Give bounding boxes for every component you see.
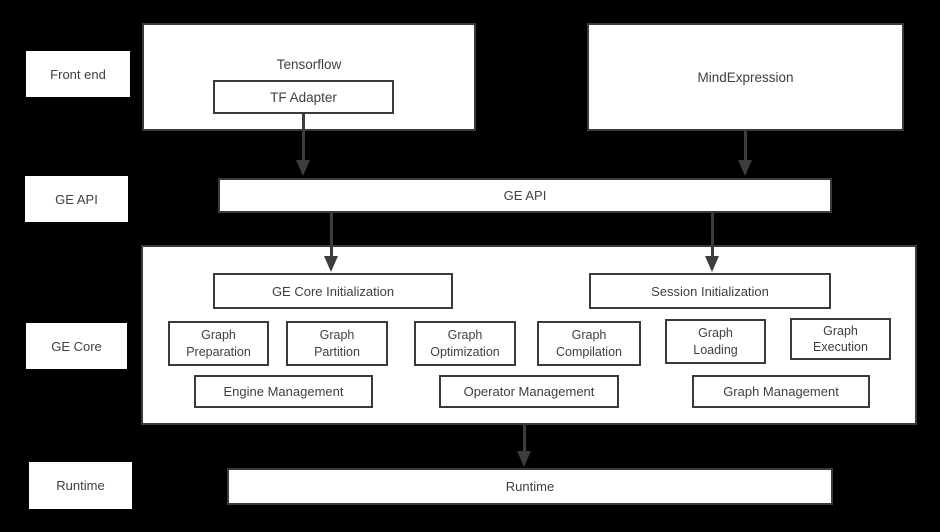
runtime-bar-label: Runtime [505,479,555,494]
tf-adapter-box: TF Adapter [213,80,394,114]
graph-execution-label: Graph Execution [813,323,868,354]
layer-label-ge-api-text: GE API [55,191,98,207]
arrow-head [324,256,338,272]
mindexpression-box: MindExpression [587,23,904,131]
tensorflow-box: Tensorflow TF Adapter [142,23,476,131]
arrow-head [738,160,752,176]
box-graph-compilation: Graph Compilation [537,321,641,366]
layer-label-ge-api: GE API [25,176,128,222]
arrow-head [705,256,719,272]
ge-core-initialization-label: GE Core Initialization [271,283,395,299]
box-operator-management: Operator Management [439,375,619,408]
graph-loading-label: Graph Loading [693,326,738,357]
arrow-shaft [710,213,714,256]
arrow-head [296,160,310,176]
arrow-down-icon-ge-api-to-session-initialization [705,213,719,272]
graph-preparation-label: Graph Preparation [186,328,251,359]
box-graph-partition: Graph Partition [286,321,388,366]
box-engine-management: Engine Management [194,375,373,408]
runtime-bar: Runtime [227,468,833,505]
box-graph-management: Graph Management [692,375,870,408]
box-graph-execution: Graph Execution [790,318,891,360]
arrow-shaft [743,131,747,160]
box-graph-loading: Graph Loading [665,319,766,364]
layer-label-runtime-text: Runtime [56,478,105,493]
box-graph-preparation: Graph Preparation [168,321,269,366]
layer-label-runtime: Runtime [29,462,132,509]
ge-api-bar: GE API [218,178,832,213]
tensorflow-label: Tensorflow [276,57,342,72]
arrow-shaft [329,213,333,256]
ge-api-bar-label: GE API [503,188,547,203]
box-session-initialization: Session Initialization [589,273,831,309]
box-graph-optimization: Graph Optimization [414,321,516,366]
arrow-shaft [522,425,526,451]
operator-management-label: Operator Management [463,384,595,399]
arrow-shaft [301,114,305,160]
arrow-down-icon-ge-api-to-ge-core-initialization [324,213,338,272]
session-initialization-label: Session Initialization [651,283,769,299]
layer-label-front-end-text: Front end [50,66,106,82]
graph-optimization-label: Graph Optimization [430,328,500,359]
arrow-down-icon-mindexpression-to-ge-api [738,131,752,176]
layer-label-ge-core-text: GE Core [51,338,102,354]
mindexpression-label: MindExpression [697,69,794,85]
graph-partition-label: Graph Partition [314,328,360,359]
graph-compilation-label: Graph Compilation [555,328,622,359]
engine-management-label: Engine Management [223,384,344,399]
ge-core-box: GE Core Initialization Session Initializ… [141,245,917,425]
tf-adapter-label: TF Adapter [270,89,337,105]
layer-label-ge-core: GE Core [26,323,127,369]
graph-management-label: Graph Management [723,384,839,399]
arrow-head [517,451,531,467]
arrow-down-icon-tf-adapter-to-ge-api [296,114,310,176]
box-ge-core-initialization: GE Core Initialization [213,273,453,309]
layer-label-front-end: Front end [26,51,130,97]
arrow-down-icon-ge-core-to-runtime [517,425,531,467]
